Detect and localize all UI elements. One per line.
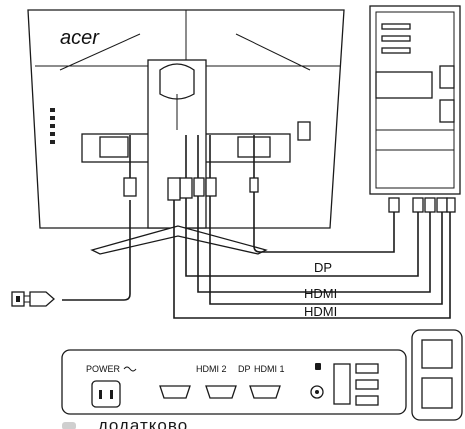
pc-slot-1 <box>381 23 411 30</box>
pc-side-plugs <box>388 197 456 213</box>
dp-plug <box>179 177 193 199</box>
dp-port-label: DP <box>238 364 251 374</box>
port-panel: POWER HDMI 2 DP HDMI 1 <box>61 349 407 415</box>
dp-cable <box>185 135 419 277</box>
pc-usb-inset <box>411 329 463 421</box>
hdmi-port-1 <box>249 385 281 399</box>
usb-port-c <box>355 395 379 406</box>
hdmi-cable-loop <box>173 190 451 319</box>
io-power-port <box>99 136 129 158</box>
stand-base <box>90 225 268 255</box>
monitor-side-plugs <box>167 177 259 201</box>
acer-logo: acer <box>60 27 100 49</box>
dp-cable-label: DP <box>314 260 332 275</box>
pc-plug-hdmi-2 <box>424 197 436 213</box>
wall-plug-icon <box>11 291 55 307</box>
extra-cable <box>253 135 395 253</box>
power-port-label: POWER <box>86 364 121 374</box>
pc-plug-extra <box>388 197 400 213</box>
cables <box>62 135 451 319</box>
monitor-facet-left <box>59 33 141 71</box>
hdmi2-port-label: HDMI 2 <box>196 364 227 374</box>
hdmi-cable-2 <box>197 135 431 293</box>
hdmi-plug-1 <box>205 177 217 197</box>
usb-upstream-port <box>333 363 351 405</box>
monitor-side-buttons <box>50 108 55 144</box>
pc-plug-hdmi-1 <box>436 197 448 213</box>
hdmi-plug-2 <box>193 177 205 197</box>
pc-usb-port-1 <box>421 339 453 369</box>
extra-plug <box>249 177 259 193</box>
power-socket <box>91 380 121 408</box>
caption: додатково <box>62 414 188 429</box>
pc-plug-loop <box>446 197 456 213</box>
dp-port <box>205 385 237 399</box>
hdmi-cable-1 <box>209 135 443 305</box>
hdmi1-port-label: HDMI 1 <box>254 364 285 374</box>
pc-usb-port-2 <box>421 377 453 409</box>
hdmi-port-2 <box>159 385 191 399</box>
pc-power-socket <box>439 65 455 89</box>
pc-slot-2 <box>381 35 411 42</box>
hdmi-cable-label-2: HDMI <box>304 304 337 319</box>
pc-psu <box>375 71 433 99</box>
ac-wave-icon <box>123 366 137 372</box>
caption-bullet <box>62 422 76 429</box>
usb-port-a <box>355 363 379 374</box>
kensington-slot <box>297 121 311 141</box>
power-cord-plug <box>123 177 137 197</box>
monitor-facet-right <box>235 33 311 71</box>
stand-hinge <box>159 63 195 100</box>
pc-io-block <box>439 99 455 123</box>
pc-plug-dp <box>412 197 424 213</box>
pc-slot-3 <box>381 47 411 54</box>
pc-tower <box>369 5 461 195</box>
lock-icon <box>315 363 321 370</box>
hdmi-cable-label-1: HDMI <box>304 286 337 301</box>
usb-port-b <box>355 379 379 390</box>
caption-text: додатково <box>98 416 189 429</box>
loop-plug <box>167 177 181 201</box>
